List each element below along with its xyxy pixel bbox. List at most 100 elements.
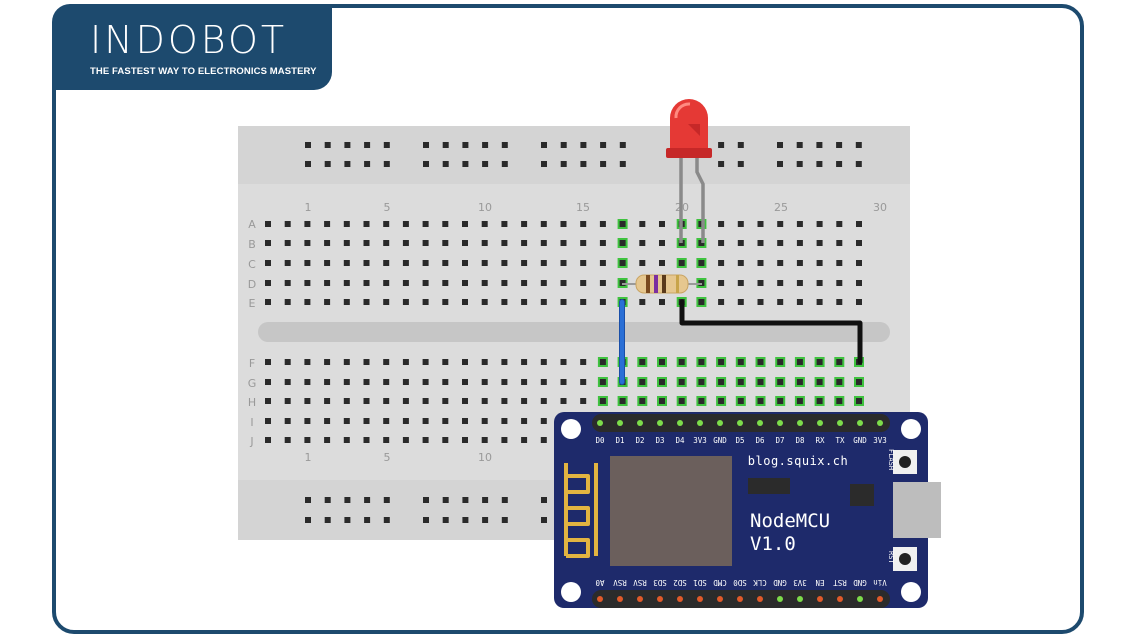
header-pin <box>717 420 723 426</box>
breadboard-hole <box>265 379 271 385</box>
breadboard-hole <box>363 418 370 424</box>
breadboard-hole <box>796 379 803 385</box>
breadboard-hole <box>599 379 606 385</box>
breadboard-hole <box>304 359 311 365</box>
pin-label: CLK <box>753 578 767 587</box>
breadboard-hole <box>796 142 803 148</box>
row-letter: A <box>248 218 256 231</box>
breadboard-hole <box>737 240 744 246</box>
pin-label: GND <box>853 436 867 445</box>
pin-label: GND <box>853 578 867 587</box>
breadboard-hole <box>560 280 567 286</box>
breadboard-hole <box>423 142 429 148</box>
breadboard-hole <box>639 240 646 246</box>
breadboard-hole <box>698 398 705 404</box>
breadboard-hole <box>777 299 784 305</box>
row-letter: H <box>248 396 256 409</box>
breadboard-hole <box>698 359 705 365</box>
breadboard-hole <box>599 240 606 246</box>
breadboard-hole <box>304 299 311 305</box>
breadboard-hole <box>501 418 508 424</box>
breadboard-hole <box>442 497 449 503</box>
breadboard-hole <box>462 418 468 424</box>
breadboard-hole <box>580 221 587 227</box>
breadboard-hole <box>462 497 469 503</box>
breadboard-hole <box>343 240 350 246</box>
breadboard-hole <box>324 142 331 148</box>
breadboard-hole <box>442 379 449 385</box>
header-pin <box>657 596 663 602</box>
breadboard-hole <box>777 260 784 266</box>
pin-label: D2 <box>635 436 644 445</box>
breadboard-hole <box>304 398 311 404</box>
breadboard-hole <box>521 280 528 286</box>
breadboard-hole <box>383 497 390 503</box>
breadboard-hole <box>304 379 311 385</box>
breadboard-hole <box>855 142 862 148</box>
breadboard-hole <box>816 240 823 246</box>
breadboard-hole <box>442 437 449 443</box>
col-number: 1 <box>305 201 312 214</box>
breadboard-hole <box>718 299 725 305</box>
breadboard-hole <box>402 379 409 385</box>
breadboard-hole <box>422 299 429 305</box>
breadboard-hole <box>462 142 469 148</box>
breadboard-hole <box>560 142 567 148</box>
breadboard-hole <box>836 379 843 385</box>
breadboard-hole <box>540 379 547 385</box>
breadboard-hole <box>718 240 725 246</box>
chip <box>850 484 874 506</box>
breadboard-hole <box>540 398 547 404</box>
breadboard-hole <box>265 398 271 404</box>
breadboard-hole <box>402 437 409 443</box>
header-pin <box>757 420 763 426</box>
mounting-hole <box>901 582 921 602</box>
breadboard-hole <box>383 437 390 443</box>
breadboard-hole <box>541 161 547 167</box>
breadboard-hole <box>521 379 528 385</box>
board-name: NodeMCU <box>750 510 830 532</box>
breadboard-hole <box>383 398 390 404</box>
breadboard-hole <box>560 240 567 246</box>
breadboard-hole <box>540 418 547 424</box>
breadboard-hole <box>796 280 803 286</box>
breadboard-hole <box>737 379 744 385</box>
pin-label: RSV <box>613 578 627 587</box>
breadboard-hole <box>383 379 390 385</box>
breadboard-hole <box>501 221 508 227</box>
breadboard-hole <box>698 299 705 305</box>
breadboard-hole <box>363 398 370 404</box>
breadboard-hole <box>560 359 567 365</box>
breadboard-hole <box>402 280 409 286</box>
breadboard-hole <box>560 260 567 266</box>
header-pin <box>757 596 763 602</box>
breadboard-hole <box>481 418 488 424</box>
breadboard-hole <box>737 161 744 167</box>
breadboard-hole <box>856 398 862 404</box>
pin-label: EN <box>815 578 824 587</box>
breadboard-hole <box>501 359 508 365</box>
rst-label: RST <box>887 551 895 564</box>
breadboard-hole <box>541 497 547 503</box>
header-pin <box>597 420 603 426</box>
breadboard-hole <box>363 437 370 443</box>
breadboard-hole <box>856 221 862 227</box>
breadboard-hole <box>777 359 784 365</box>
header-pin <box>637 596 643 602</box>
header-pin <box>877 420 883 426</box>
breadboard-hole <box>639 299 646 305</box>
breadboard-hole <box>757 398 764 404</box>
breadboard-hole <box>777 161 783 167</box>
breadboard-hole <box>383 161 390 167</box>
breadboard-hole <box>363 299 370 305</box>
breadboard-hole <box>580 379 587 385</box>
breadboard-hole <box>481 379 488 385</box>
breadboard-hole <box>284 437 291 443</box>
breadboard-hole <box>422 418 429 424</box>
breadboard-hole <box>402 398 409 404</box>
breadboard-hole <box>423 161 429 167</box>
breadboard-hole <box>501 379 508 385</box>
breadboard-hole <box>363 379 370 385</box>
breadboard-hole <box>462 359 468 365</box>
